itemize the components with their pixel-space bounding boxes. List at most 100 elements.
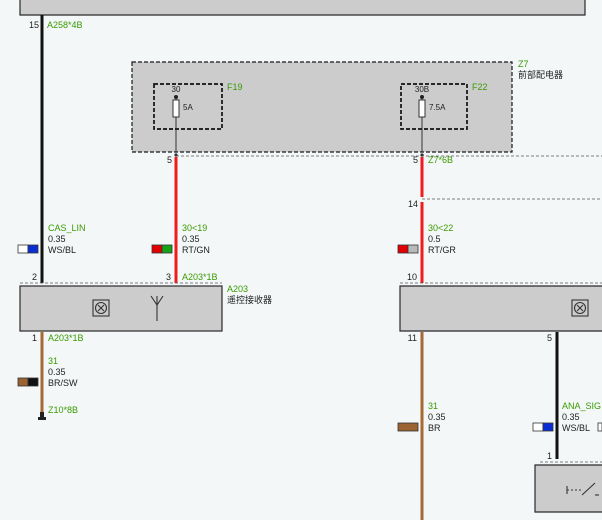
ground-stub [40,412,44,417]
antenna-icon [150,295,164,321]
pin-number: 1 [32,333,37,343]
fuse-box-name: 前部配电器 [518,69,563,80]
switch-contact [581,482,596,496]
control-unit-icon [571,299,589,317]
wire-color-code: WS/BL [562,423,590,433]
pin-number: 2 [32,272,37,282]
wire-color-swatch [17,377,39,387]
fuse-rating: 5A [183,103,193,112]
pin-number: 11 [408,333,417,343]
fuse-box-body[interactable] [132,62,512,152]
connector-label: Z7*6B [428,155,453,165]
fuse-box-border [131,61,513,153]
wire-gauge: 0.35 [48,234,66,244]
wire-terminal-dot [420,153,424,157]
ground-icon[interactable] [38,412,46,420]
pin-number: 3 [166,272,171,282]
wire-color-swatch [17,244,39,254]
component-border [19,285,223,332]
swatch-segment [407,244,419,254]
pin-number: 15 [29,20,39,30]
switch-icon [566,482,599,496]
ground-bar [38,417,46,420]
wire-signal: 30<22 [428,223,453,233]
swatch-segment [597,422,602,432]
fuse-id: F19 [227,82,243,92]
wire-gauge: 0.35 [182,234,200,244]
component-body[interactable] [20,286,222,331]
wire-signal: ANA_SIG [562,401,601,411]
fuse-id: F22 [472,82,488,92]
connector-label: A203*1B [182,272,218,282]
wire-gauge: 0.35 [48,367,66,377]
component-body[interactable] [400,286,602,331]
wire-color-code: BR/SW [48,378,78,388]
swatch-segment [151,244,163,254]
connector-label: A203*1B [48,333,84,343]
connector-label: A258*4B [47,20,83,30]
fuse-holder[interactable] [400,83,468,130]
pin-number: 5 [547,333,552,343]
wire-signal: CAS_LIN [48,223,86,233]
icon-circle [94,301,108,315]
wire-color-swatch [151,244,173,254]
component-id: A203 [227,284,248,294]
ground-point-label: Z10*8B [48,405,78,415]
pin-number: 10 [407,272,417,282]
icon-glyph [576,304,584,312]
receiver-a203[interactable] [19,285,223,332]
fuse-box-z7[interactable] [131,61,513,153]
component-body[interactable] [20,0,585,15]
swatch-segment [542,422,554,432]
fuse-terminal: 30 [172,85,181,94]
swatch-segment [27,377,39,387]
fuse-icon [418,99,426,118]
fuse-terminal: 30B [415,85,429,94]
component-border [534,464,602,513]
fuse-box-id: Z7 [518,59,529,69]
switch-module[interactable] [534,464,602,513]
swatch-segment [161,244,173,254]
wire-gauge: 0.5 [428,234,441,244]
swatch-segment [532,422,544,432]
wire-color-code: BR [428,423,441,433]
wire-signal: 31 [48,356,58,366]
component-border [399,285,602,332]
wire-color-code: RT/GR [428,245,456,255]
wire-signal: 30<19 [182,223,207,233]
icon-glyph [97,304,105,312]
swatch-segment [17,244,29,254]
swatch-segment [397,422,419,432]
icon-frame [92,299,110,317]
swatch-segment [397,244,409,254]
component-body[interactable] [535,465,602,512]
wire-gauge: 0.35 [428,412,446,422]
fuse-rating: 7.5A [429,103,446,112]
fuse-holder[interactable] [153,83,223,130]
fuse-f22[interactable] [400,83,468,152]
component-name: 遥控接收器 [227,294,272,305]
pin-number: 5 [413,155,418,165]
fuse-f19[interactable] [153,83,223,152]
top-component[interactable] [19,0,586,16]
wire-color-code: WS/BL [48,245,76,255]
wire-signal: 31 [428,401,438,411]
icon-frame [571,299,589,317]
wire-color-swatch [532,422,554,432]
pin-number: 14 [408,199,418,209]
fuse-icon [172,99,180,118]
antenna-head [150,295,164,306]
swatch-segment [27,244,39,254]
component-border [19,0,586,16]
pin-number: 5 [167,155,172,165]
control-unit-icon [92,299,110,317]
wire-color-swatch-partial [597,422,602,432]
right-module[interactable] [399,285,602,332]
wire-terminal-dot [174,153,178,157]
wire-color-swatch [397,422,419,432]
pin-number: 1 [547,451,552,461]
wire-color-code: RT/GN [182,245,210,255]
wire-gauge: 0.35 [562,412,580,422]
